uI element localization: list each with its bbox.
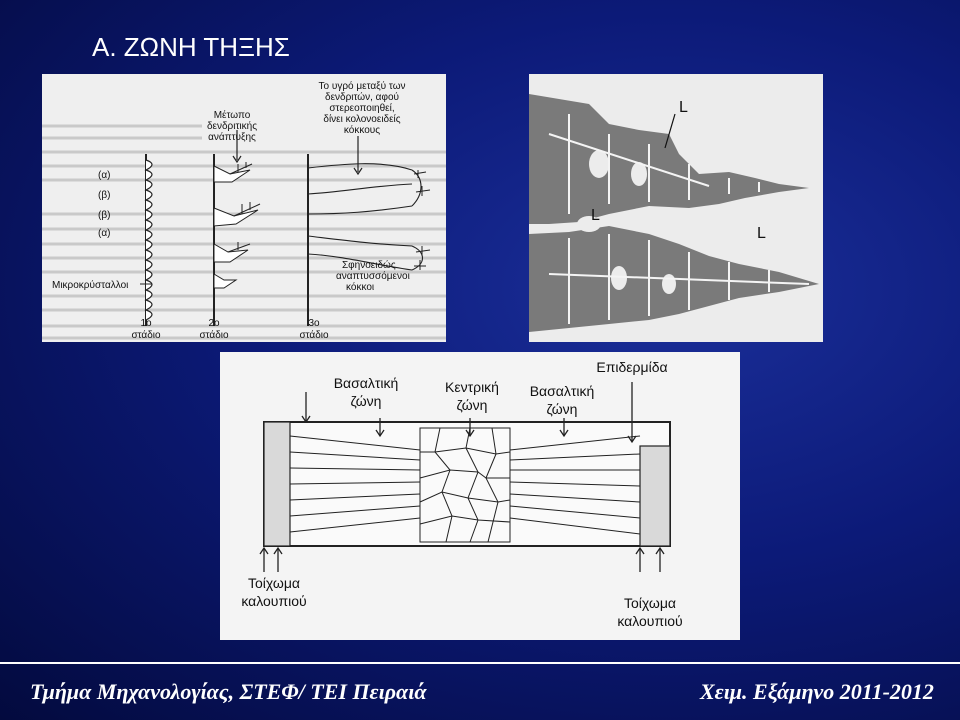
dendrite-micrograph: L L L <box>529 74 823 342</box>
front-label-line-3: ανάπτυξης <box>208 131 256 143</box>
basaltic-right-line-1: Βασαλτική <box>530 383 595 399</box>
phase-label-b-1: (β) <box>98 190 110 201</box>
wedge-label-line-1: Σφηνοειδώς <box>342 259 396 271</box>
basaltic-left-line-2: ζώνη <box>351 393 382 409</box>
liquid-label-line-3: στερεοποιηθεί, <box>329 102 394 114</box>
front-label-line-2: δενδριτικής <box>207 120 257 132</box>
stage-3-number: 3ο <box>308 318 320 329</box>
liquid-label-line-2: δενδριτών, αφού <box>325 91 399 103</box>
front-label-line-1: Μέτωπο <box>214 109 251 121</box>
footer-divider <box>0 662 960 664</box>
liquid-label-line-4: δίνει κολονοειδείς <box>323 113 400 125</box>
footer-department: Τμήμα Μηχανολογίας, ΣΤΕΦ/ ΤΕΙ Πειραιά <box>30 679 427 704</box>
liquid-label-line-1: Το υγρό μεταξύ των <box>319 80 406 92</box>
footer-semester: Χειμ. Εξάμηνο 2011-2012 <box>700 679 934 704</box>
casting-zones-diagram: Βασαλτική ζώνη Κεντρική ζώνη Βασαλτική ζ… <box>220 352 740 640</box>
central-zone-line-2: ζώνη <box>457 397 488 413</box>
stage-3-label: στάδιο <box>299 329 329 341</box>
liquid-label-1: L <box>679 99 688 116</box>
stage-1-number: 1ο <box>140 318 152 329</box>
phase-label-b-2: (β) <box>98 210 110 221</box>
wall-left-line-2: καλουπιού <box>241 593 306 609</box>
central-zone-line-1: Κεντρική <box>445 379 499 395</box>
basaltic-left-line-1: Βασαλτική <box>334 375 399 391</box>
stage-1-label: στάδιο <box>131 329 161 341</box>
dendritic-growth-figure: Μέτωπο δενδριτικής ανάπτυξης Το υγρό μετ… <box>42 74 446 342</box>
stage-2-label: στάδιο <box>199 329 229 341</box>
wall-right-line-1: Τοίχωμα <box>624 595 676 611</box>
casting-zones-figure: Βασαλτική ζώνη Κεντρική ζώνη Βασαλτική ζ… <box>220 352 740 640</box>
phase-label-a-2: (α) <box>98 228 110 239</box>
wedge-label-line-3: κόκκοι <box>346 281 374 293</box>
phase-label-a-1: (α) <box>98 170 110 181</box>
epidermis-label: Επιδερμίδα <box>596 359 667 375</box>
dendrite-micrograph-figure: L L L <box>529 74 823 342</box>
liquid-label-2: L <box>591 207 600 224</box>
basaltic-right-line-2: ζώνη <box>547 401 578 417</box>
micro-label: Μικροκρύσταλλοι <box>52 279 128 291</box>
stage-2-number: 2ο <box>208 318 220 329</box>
liquid-label-line-5: κόκκους <box>344 124 380 136</box>
dendritic-growth-diagram: Μέτωπο δενδριτικής ανάπτυξης Το υγρό μετ… <box>42 74 446 342</box>
wall-left-line-1: Τοίχωμα <box>248 575 300 591</box>
wall-right-line-2: καλουπιού <box>617 613 682 629</box>
wedge-label-line-2: αναπτυσσόμενοι <box>336 270 410 282</box>
slide-title: Α. ΖΩΝΗ ΤΗΞΗΣ <box>92 32 290 62</box>
liquid-label-3: L <box>757 225 766 242</box>
